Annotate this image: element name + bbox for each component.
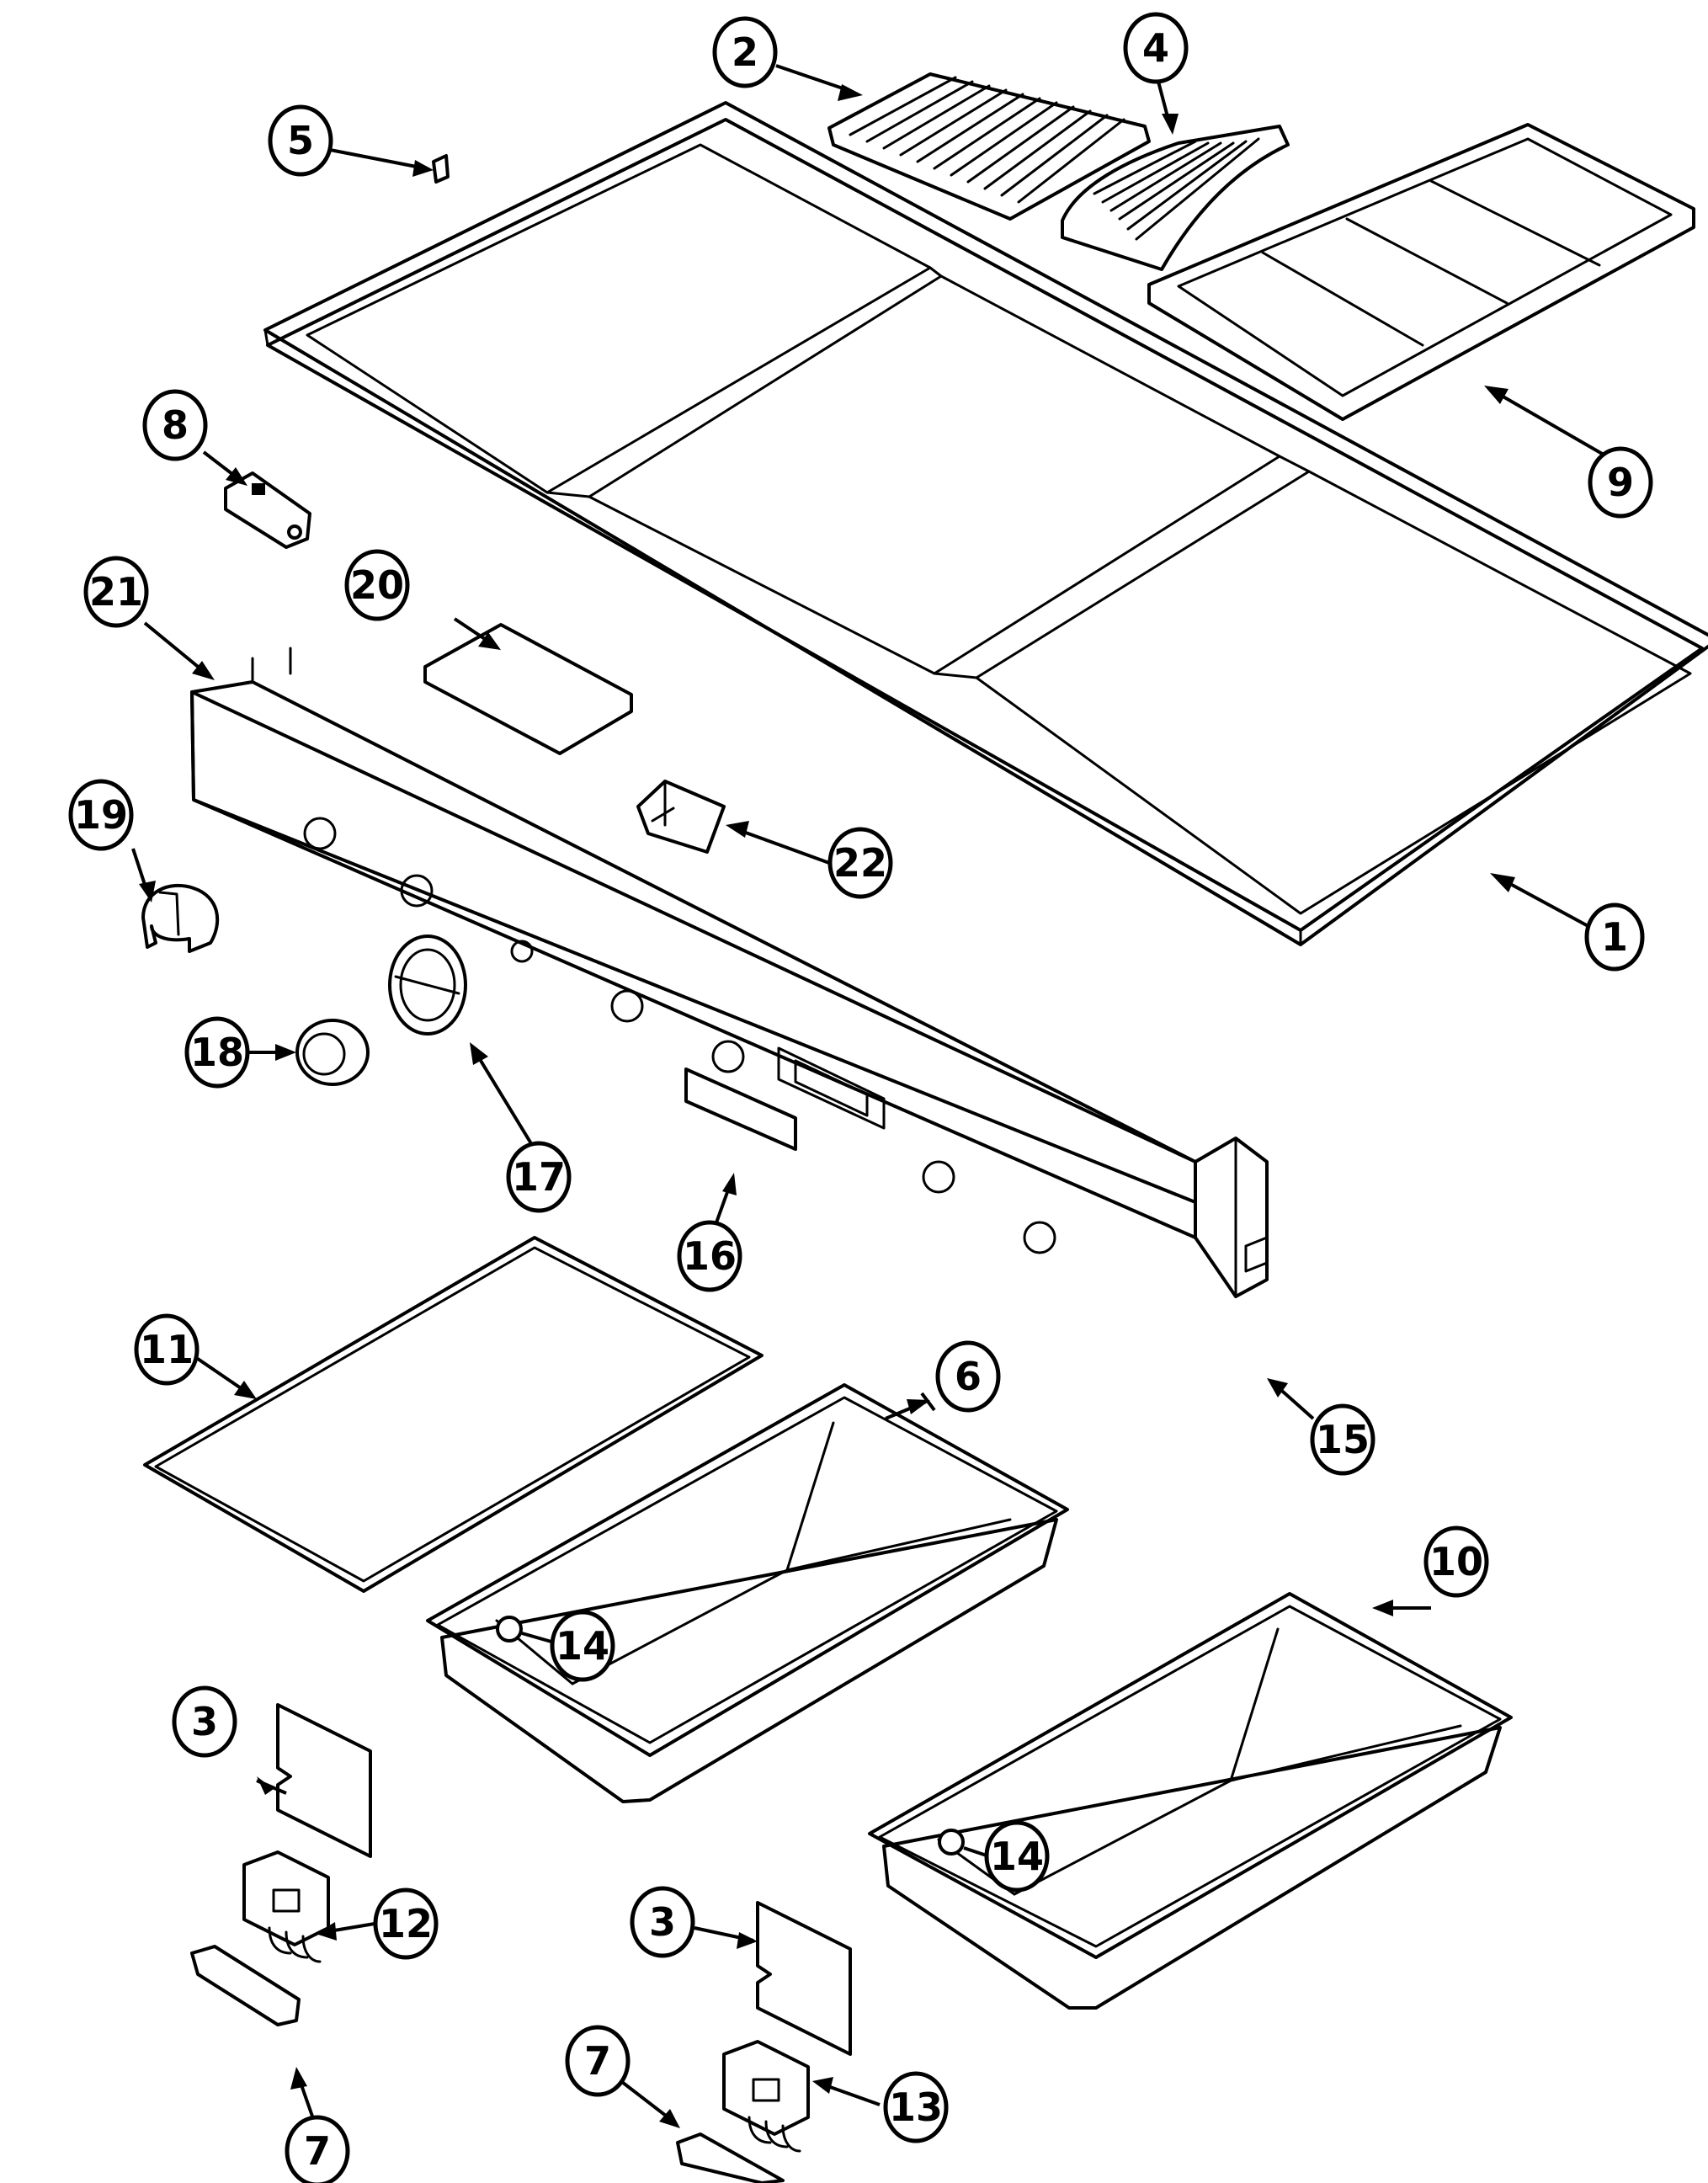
part-gasket (143, 1236, 764, 1593)
callout-5: 5 (268, 104, 333, 177)
callout-21-label: 21 (89, 569, 143, 615)
callout-15-label: 15 (1316, 1417, 1370, 1462)
part-cover-box (423, 623, 633, 755)
callout-8: 8 (142, 389, 208, 461)
part-cooktop-frame (263, 101, 1708, 946)
callout-4: 4 (1123, 12, 1189, 84)
callout-3b: 3 (630, 1886, 695, 1958)
callout-11: 11 (134, 1313, 200, 1386)
part-knob-handle (141, 883, 220, 953)
part-module-right (722, 2040, 810, 2153)
callout-17-label: 17 (512, 1154, 566, 1200)
callout-1: 1 (1584, 902, 1645, 972)
callout-5-label: 5 (287, 118, 314, 163)
part-switch (224, 471, 311, 549)
part-drip-pan-lower (868, 1592, 1513, 2010)
callout-22: 22 (827, 827, 893, 899)
part-grill-cover (1061, 125, 1290, 271)
leader-lines (131, 64, 1604, 2128)
callout-12: 12 (373, 1887, 439, 1960)
callout-15: 15 (1310, 1403, 1375, 1476)
part-pan-fitting-upper (496, 1616, 523, 1643)
callout-6-label: 6 (955, 1354, 982, 1399)
callout-22-label: 22 (833, 840, 887, 886)
part-insulation-left (276, 1703, 372, 1858)
part-pan-fitting-lower (938, 1829, 965, 1856)
part-clip (432, 154, 450, 184)
callout-17: 17 (506, 1141, 572, 1213)
part-bracket-left (190, 1945, 301, 2026)
callout-20: 20 (344, 549, 410, 621)
callout-16-label: 16 (683, 1233, 737, 1279)
callout-7b: 7 (565, 2025, 631, 2097)
part-burner-grate (1147, 123, 1695, 421)
callout-9-label: 9 (1607, 460, 1634, 505)
callout-14b: 14 (984, 1820, 1050, 1893)
callout-13-label: 13 (889, 2084, 943, 2130)
callout-7b-label: 7 (584, 2038, 611, 2084)
part-bracket-right (676, 2132, 785, 2183)
callout-7a-label: 7 (304, 2128, 331, 2174)
callout-3b-label: 3 (649, 1899, 676, 1945)
callout-16: 16 (677, 1220, 742, 1292)
callout-2-label: 2 (732, 29, 758, 75)
callout-6: 6 (935, 1340, 1001, 1413)
callout-3a-label: 3 (191, 1699, 218, 1744)
callout-14a: 14 (550, 1610, 615, 1682)
callout-18: 18 (184, 1016, 250, 1089)
callout-8-label: 8 (162, 402, 189, 448)
callout-20-label: 20 (350, 562, 404, 608)
callout-19-label: 19 (74, 792, 128, 838)
callout-3a: 3 (172, 1685, 237, 1758)
callout-9: 9 (1588, 446, 1653, 519)
callout-21: 21 (83, 556, 149, 628)
callout-10: 10 (1423, 1525, 1489, 1598)
part-badge-plate (684, 1068, 797, 1151)
part-knob-block (636, 780, 726, 854)
part-knob (295, 1019, 370, 1086)
callout-10-label: 10 (1429, 1539, 1483, 1584)
callout-14a-label: 14 (556, 1623, 609, 1669)
callout-18-label: 18 (190, 1030, 244, 1075)
callout-2: 2 (712, 16, 778, 88)
part-module-left (242, 1850, 330, 1963)
callout-4-label: 4 (1142, 25, 1169, 71)
callout-7a: 7 (285, 2115, 350, 2183)
callout-19: 19 (68, 779, 134, 851)
callout-12-label: 12 (379, 1901, 433, 1946)
callout-14b-label: 14 (990, 1834, 1044, 1879)
callout-13: 13 (883, 2071, 949, 2143)
part-drip-pan-upper (426, 1383, 1069, 1803)
part-grill-grate (827, 72, 1151, 221)
part-knob-bezel (388, 934, 467, 1036)
callout-11-label: 11 (140, 1327, 194, 1372)
part-control-panel (190, 647, 1269, 1298)
part-insulation-right (756, 1901, 852, 2056)
callout-1-label: 1 (1601, 914, 1628, 960)
